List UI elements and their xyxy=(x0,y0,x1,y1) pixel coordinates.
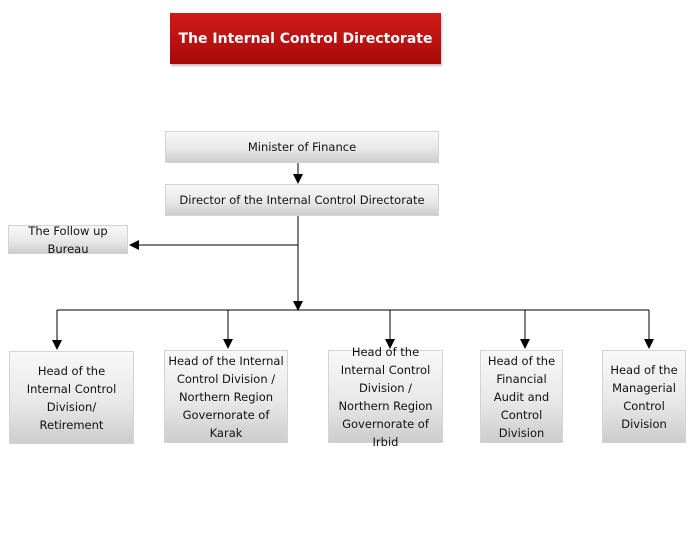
node-director: Director of the Internal Control Directo… xyxy=(165,184,439,216)
node-head-irbid: Head of the Internal Control Division / … xyxy=(328,345,443,449)
node-head-karak: Head of the Internal Control Division / … xyxy=(164,350,288,443)
node-follow-up-bureau: The Follow up Bureau xyxy=(8,224,128,256)
node-head-retirement: Head of the Internal Control Division/ R… xyxy=(9,351,134,444)
node-minister: Minister of Finance xyxy=(165,131,439,163)
chart-title: The Internal Control Directorate xyxy=(170,13,441,64)
node-head-financial-audit: Head of the Financial Audit and Control … xyxy=(480,350,563,443)
node-head-managerial-control: Head of the Managerial Control Division xyxy=(602,350,686,443)
